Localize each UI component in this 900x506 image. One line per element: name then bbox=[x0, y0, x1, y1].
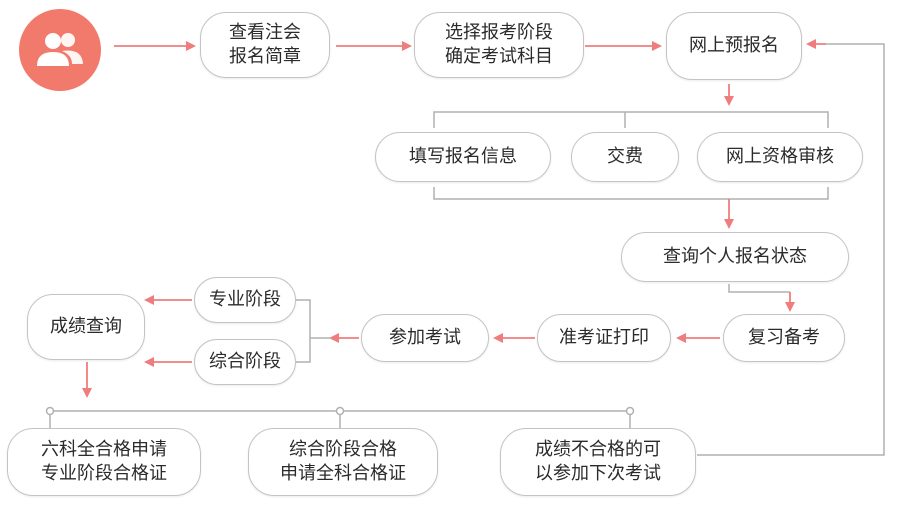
node-choose-stage: 选择报考阶段 确定考试科目 bbox=[414, 12, 584, 78]
node-review-prepare: 复习备考 bbox=[723, 314, 845, 362]
node-comprehensive-stage-label: 综合阶段 bbox=[209, 351, 281, 372]
node-pay-fee-label: 交费 bbox=[607, 146, 643, 167]
node-take-exam: 参加考试 bbox=[361, 314, 489, 362]
node-professional-stage: 专业阶段 bbox=[194, 277, 296, 323]
node-score-query-label: 成绩查询 bbox=[50, 316, 122, 337]
node-retake-label: 成绩不合格的可 以参加下次考试 bbox=[535, 439, 661, 484]
node-fill-info-label: 填写报名信息 bbox=[409, 146, 517, 167]
node-comprehensive-stage: 综合阶段 bbox=[194, 339, 296, 385]
bracket-stages bbox=[296, 299, 311, 363]
connector-query bbox=[728, 284, 790, 293]
users-icon-glyph bbox=[37, 33, 83, 66]
node-retake: 成绩不合格的可 以参加下次考试 bbox=[500, 428, 696, 496]
node-qualification-review-label: 网上资格审核 bbox=[726, 146, 834, 167]
node-online-register: 网上预报名 bbox=[666, 12, 802, 80]
branch-dot bbox=[625, 406, 635, 416]
node-review-prepare-label: 复习备考 bbox=[748, 327, 820, 348]
node-brochure-label: 查看注会 报名简章 bbox=[229, 22, 301, 67]
node-print-ticket: 准考证打印 bbox=[537, 314, 671, 362]
node-comprehensive-cert-label: 综合阶段合格 申请全科合格证 bbox=[280, 439, 406, 484]
node-brochure: 查看注会 报名简章 bbox=[200, 12, 330, 78]
node-qualification-review: 网上资格审核 bbox=[697, 132, 863, 182]
node-score-query: 成绩查询 bbox=[27, 294, 145, 360]
node-six-subjects-cert: 六科全合格申请 专业阶段合格证 bbox=[7, 428, 201, 496]
node-online-register-label: 网上预报名 bbox=[689, 35, 779, 56]
node-take-exam-label: 参加考试 bbox=[389, 327, 461, 348]
node-professional-stage-label: 专业阶段 bbox=[209, 289, 281, 310]
node-query-status: 查询个人报名状态 bbox=[621, 232, 849, 282]
node-comprehensive-cert: 综合阶段合格 申请全科合格证 bbox=[248, 428, 438, 496]
node-choose-stage-label: 选择报考阶段 确定考试科目 bbox=[445, 22, 553, 67]
node-pay-fee: 交费 bbox=[571, 132, 679, 182]
loop-back-line bbox=[697, 43, 885, 456]
bracket-top bbox=[433, 111, 829, 128]
bracket-bottom bbox=[433, 187, 829, 200]
node-print-ticket-label: 准考证打印 bbox=[559, 327, 649, 348]
node-six-subjects-cert-label: 六科全合格申请 专业阶段合格证 bbox=[41, 439, 167, 484]
branch-dot bbox=[45, 406, 55, 416]
users-icon bbox=[19, 9, 101, 91]
node-query-status-label: 查询个人报名状态 bbox=[663, 246, 807, 267]
node-fill-info: 填写报名信息 bbox=[375, 132, 551, 182]
branch-dot bbox=[335, 406, 345, 416]
